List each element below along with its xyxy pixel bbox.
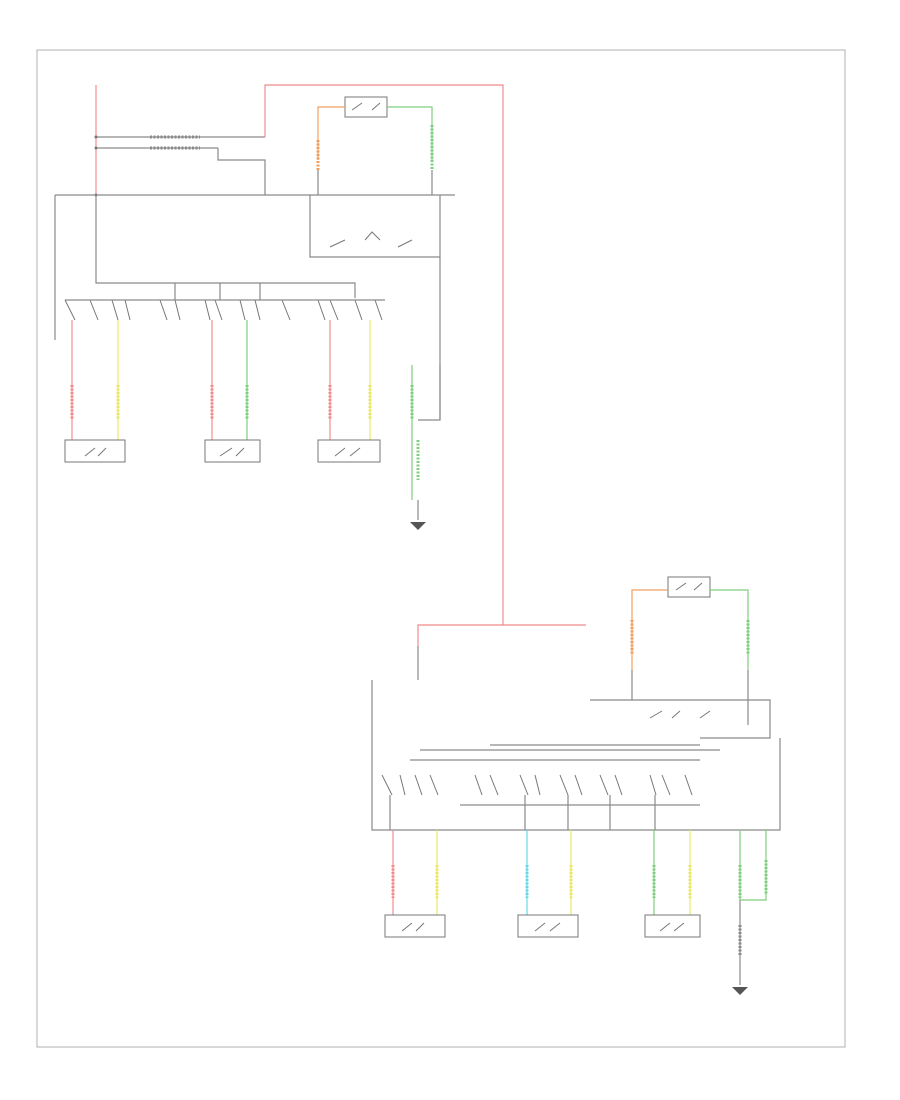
passenger-module — [371, 646, 781, 831]
driver-motor-2 — [204, 439, 261, 463]
passenger-motor-leads — [391, 830, 768, 970]
driver-module — [54, 194, 455, 420]
ground-symbol-1 — [410, 500, 426, 530]
power-feed — [94, 85, 266, 197]
driver-motor-3 — [317, 439, 381, 463]
driver-motor-1 — [64, 439, 126, 463]
driver-motor-leads — [70, 320, 441, 500]
diagram-frame — [36, 49, 846, 1048]
passenger-motor-3 — [644, 914, 701, 938]
driver-relay — [316, 96, 434, 195]
ground-symbol-2 — [732, 970, 748, 995]
red-trunk-wire — [264, 84, 504, 646]
passenger-motor-1 — [384, 914, 446, 938]
passenger-relay — [630, 576, 750, 670]
passenger-motor-2 — [517, 914, 579, 938]
